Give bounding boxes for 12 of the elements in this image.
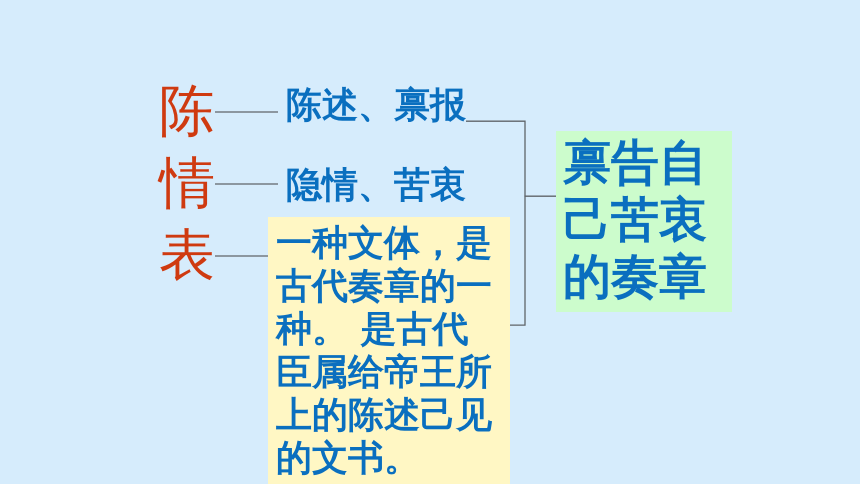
summary-text: 禀告自己苦衷的奏章 xyxy=(563,135,708,306)
term-text: 陈述、禀报 xyxy=(278,86,466,126)
summary-card xyxy=(556,131,732,312)
connector-line xyxy=(215,183,278,185)
title-character: 陈 xyxy=(159,82,215,142)
connector-line xyxy=(215,111,278,113)
title-character: 表 xyxy=(159,226,215,286)
note-text: 一种文体，是古代奏章的一种。 是古代臣属给帝王所上的陈述己见的文书。 xyxy=(276,222,493,480)
term-text: 隐情、苦衷 xyxy=(278,166,466,206)
connector-line xyxy=(215,255,268,257)
title-character: 情 xyxy=(159,154,215,214)
connector-line xyxy=(510,196,556,326)
